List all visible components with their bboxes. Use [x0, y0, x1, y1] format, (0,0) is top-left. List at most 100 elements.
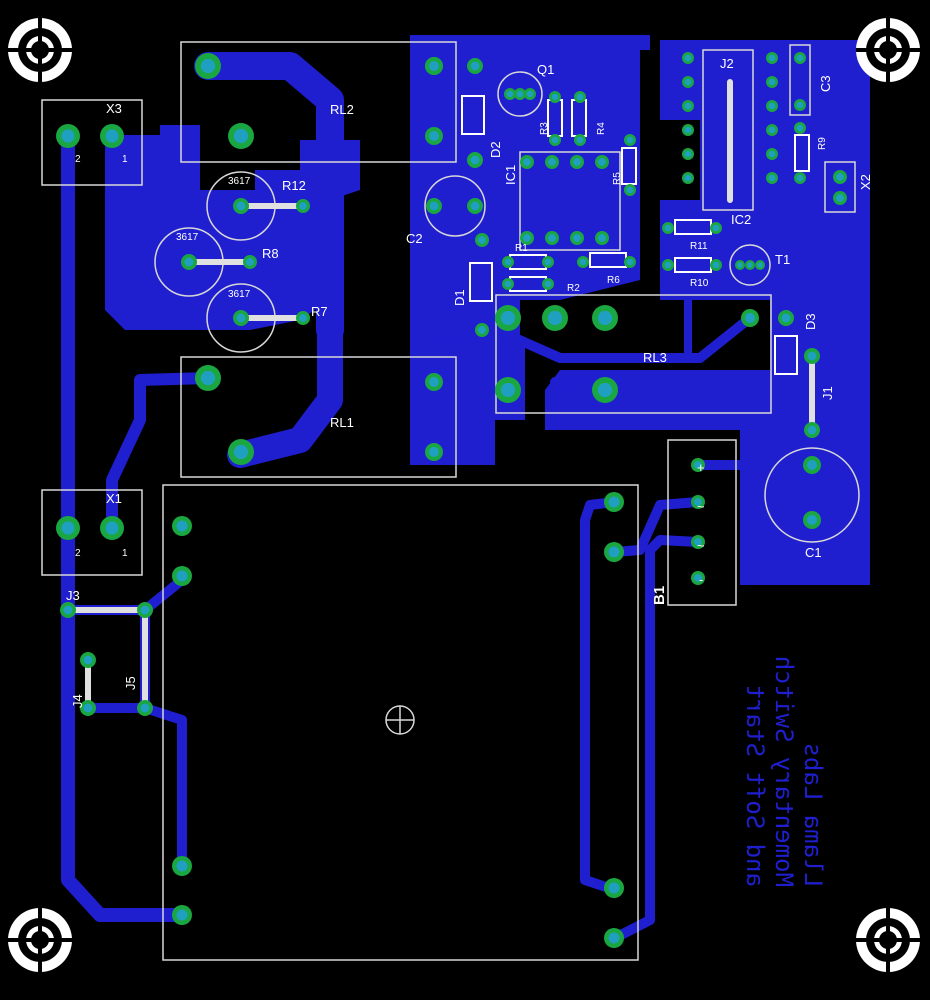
label-rl1: RL1 [330, 415, 354, 430]
pad [662, 222, 674, 234]
pad-hole [523, 158, 531, 166]
label-d2: D2 [488, 141, 503, 158]
pad [794, 99, 806, 111]
pad-hole [506, 90, 514, 98]
pad [520, 231, 534, 245]
pad-hole [429, 447, 439, 457]
label-x3: X3 [106, 101, 122, 116]
pad [549, 134, 561, 146]
pad [833, 191, 847, 205]
d3-body [774, 335, 798, 375]
pad-hole [757, 262, 763, 268]
label-b1-ac1: ~ [697, 499, 705, 514]
pad-hole [807, 351, 817, 361]
copper-pour-left [105, 125, 360, 330]
pad [475, 323, 489, 337]
pad [504, 88, 516, 100]
pad-hole [429, 377, 439, 387]
pad [710, 222, 722, 234]
pad-hole [105, 129, 119, 143]
label-b1-ac2: ~ [697, 538, 705, 553]
j2-outline [702, 49, 754, 211]
pad-hole [246, 258, 254, 266]
pad-hole [523, 234, 531, 242]
label-rl3: RL3 [643, 350, 667, 365]
mounting-hole [856, 908, 920, 972]
pad-hole [664, 224, 672, 232]
pad-hole [573, 158, 581, 166]
pad-hole [684, 78, 692, 86]
pad [545, 155, 559, 169]
label-ic2: IC2 [731, 212, 751, 227]
pad-hole [684, 102, 692, 110]
pad [137, 602, 153, 618]
pad [181, 254, 197, 270]
pad-hole [429, 201, 439, 211]
b1-outline [667, 439, 737, 606]
pad-hole [768, 174, 776, 182]
pad-hole [608, 546, 620, 558]
label-r8: R8 [262, 246, 279, 261]
pad-hole [83, 655, 93, 665]
pad-hole [429, 131, 439, 141]
pad-hole [470, 61, 480, 71]
pad [691, 458, 705, 472]
label-r9: R9 [817, 137, 828, 150]
rl1-outline [180, 356, 457, 478]
r5-body [621, 147, 637, 185]
label-rl2: RL2 [330, 102, 354, 117]
pad-hole [551, 136, 559, 144]
pad-hole [299, 314, 307, 322]
label-t1: T1 [775, 252, 790, 267]
trace-rl1 [227, 317, 343, 468]
c2-outline [424, 175, 486, 237]
pad-hole [500, 310, 516, 326]
c1-outline [764, 447, 860, 543]
label-r6: R6 [607, 275, 620, 286]
pad-hole [576, 136, 584, 144]
label-c3: C3 [818, 75, 833, 92]
pad-hole [504, 280, 512, 288]
label-x1-pin1: 1 [122, 548, 128, 559]
pad [592, 377, 618, 403]
pad-hole [796, 54, 804, 62]
mounting-hole [8, 18, 72, 82]
rl2-outline [180, 41, 457, 163]
pad-hole [470, 201, 480, 211]
pad [794, 52, 806, 64]
pad-hole [608, 882, 620, 894]
pad-hole [184, 257, 194, 267]
pad-hole [200, 58, 216, 74]
pad-hole [500, 382, 516, 398]
pad-hole [140, 703, 150, 713]
pad-hole [807, 515, 817, 525]
pad [243, 255, 257, 269]
pad-hole [233, 444, 249, 460]
mirrored-text-line2: Momentary Switch [770, 656, 798, 887]
label-j5: J5 [123, 676, 138, 690]
label-ic1: IC1 [503, 165, 518, 185]
pad [682, 100, 694, 112]
label-heatsink-a: 3617 [228, 176, 251, 187]
pad-hole [608, 496, 620, 508]
pad [475, 233, 489, 247]
pad [574, 134, 586, 146]
pad-hole [768, 78, 776, 86]
pad-hole [684, 126, 692, 134]
label-b1: B1 [651, 586, 668, 605]
pad-hole [747, 262, 753, 268]
pad [577, 256, 589, 268]
pad [624, 256, 636, 268]
pad [520, 155, 534, 169]
label-r3: R3 [539, 122, 550, 135]
pad-hole [236, 313, 246, 323]
pad [592, 305, 618, 331]
pad [467, 198, 483, 214]
pad [766, 52, 778, 64]
pad [682, 172, 694, 184]
label-c2: C2 [406, 231, 423, 246]
pad [100, 516, 124, 540]
pad [425, 443, 443, 461]
pad [804, 348, 820, 364]
